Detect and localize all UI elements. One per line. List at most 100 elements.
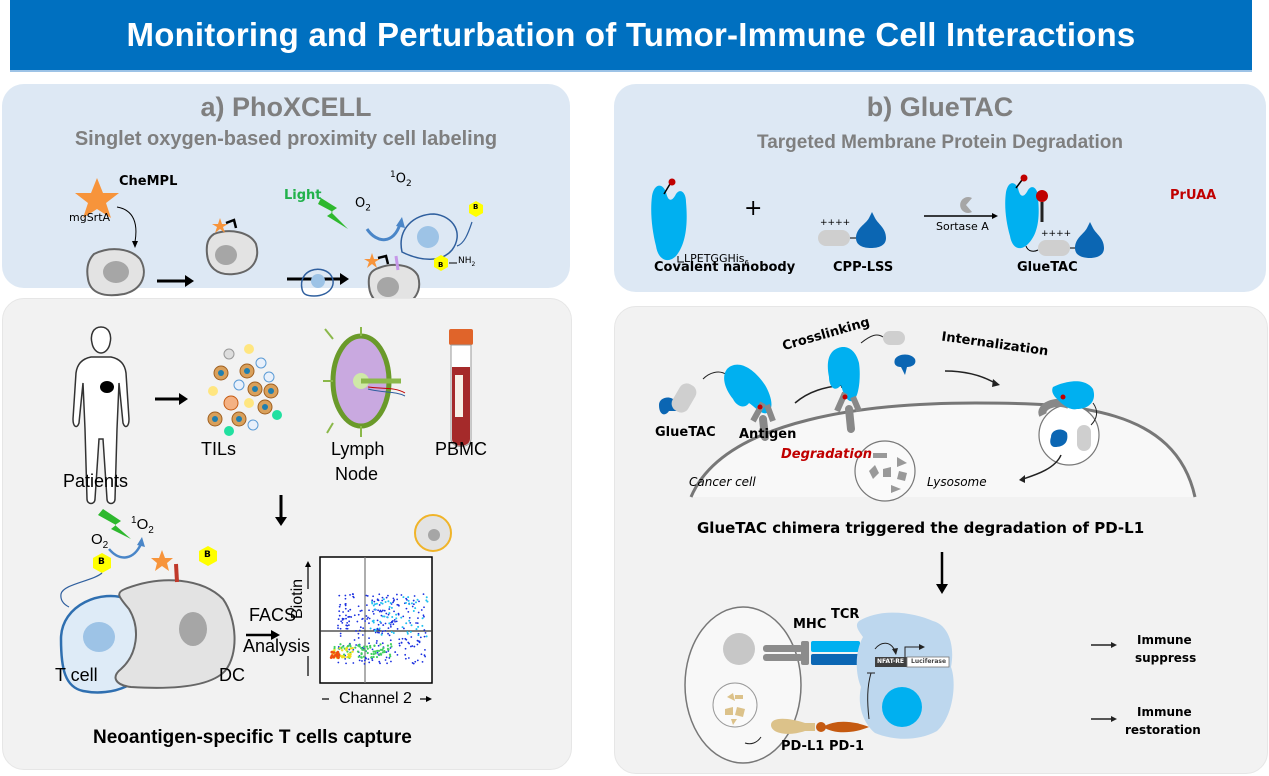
facs-dot (383, 649, 386, 653)
facs-dot (388, 622, 391, 625)
facs-dot (404, 601, 407, 604)
facs-dot (375, 655, 379, 659)
facs-dot (374, 603, 377, 606)
facs-dot (338, 605, 341, 608)
facs-dot (374, 608, 377, 611)
facs-dot (386, 662, 388, 665)
facs-dot (407, 596, 410, 599)
facs-dot (388, 608, 391, 610)
facs-dot (349, 647, 352, 650)
facs-dot (381, 602, 384, 605)
facs-dot (408, 603, 411, 606)
facs-dot (342, 611, 345, 613)
facs-dot (390, 660, 392, 663)
facs-dot (400, 594, 403, 596)
facs-dot (408, 619, 411, 622)
facs-dot (394, 651, 397, 653)
facs-label: FACS (249, 605, 297, 625)
facs-dot (416, 598, 419, 601)
facs-dot (379, 643, 382, 646)
facs-dot (407, 657, 410, 659)
facs-dot (353, 639, 356, 641)
facs-dot (353, 614, 356, 617)
facs-dot (372, 604, 375, 607)
facs-dot (380, 601, 383, 604)
facs-dot (382, 624, 385, 626)
facs-dot (378, 593, 381, 596)
facs-dot (407, 599, 410, 602)
facs-dot (354, 646, 357, 649)
facs-dot (387, 627, 390, 630)
source-pbmc: PBMC (435, 439, 488, 459)
nanobody-icon (651, 185, 687, 261)
facs-dot (363, 659, 366, 662)
facs-dot (336, 653, 340, 657)
facs-dot (417, 611, 420, 614)
facs-dot (365, 645, 369, 648)
facs-dot (338, 614, 341, 617)
facs-dot (414, 601, 417, 604)
facs-dot (358, 629, 361, 632)
facs-dot (389, 601, 392, 604)
facs-dot (341, 621, 344, 624)
facs-dot (392, 600, 395, 602)
antigen-label: Antigen (739, 427, 797, 442)
facs-dot (332, 651, 336, 654)
facs-dot (379, 620, 382, 623)
facs-dot (392, 601, 394, 604)
facs-dot (380, 614, 383, 617)
facs-dot (382, 598, 385, 601)
facs-dot (381, 651, 384, 654)
outcome-suppress-line1: Immune (1137, 633, 1192, 647)
facs-dot (394, 620, 396, 623)
facs-dot (381, 632, 384, 635)
facs-dot (345, 624, 348, 627)
facs-dot (414, 660, 417, 663)
facs-dot (398, 604, 400, 607)
facs-dot (419, 636, 422, 639)
facs-dot (395, 617, 398, 620)
plus-sign: + (744, 196, 763, 221)
facs-dot (345, 662, 347, 665)
facs-dot (364, 620, 367, 622)
facs-dot (372, 612, 375, 615)
facs-dot (358, 659, 361, 662)
facs-dot (356, 650, 360, 653)
facs-dot (385, 596, 388, 599)
panel-b-gluetac: b) GlueTAC Targeted Membrane Protein Deg… (614, 84, 1266, 292)
facs-dot (362, 655, 365, 658)
facs-dot (349, 593, 351, 596)
analysis-label: Analysis (243, 636, 311, 656)
facs-dot (357, 632, 360, 635)
facs-dot (345, 648, 348, 652)
facs-dot (366, 618, 369, 620)
facs-dot (383, 615, 386, 618)
facs-dots (329, 593, 429, 665)
dc-cell (114, 579, 236, 689)
facs-dot (367, 658, 370, 661)
facs-dot (410, 602, 413, 605)
panel-a-phoxcell: a) PhoXCELL Singlet oxygen-based proximi… (2, 84, 570, 308)
facs-dot (378, 660, 381, 663)
facs-dot (391, 616, 394, 619)
facs-dot (381, 642, 384, 645)
lysosome-label: Lysosome (927, 475, 987, 489)
facs-dot (380, 633, 383, 636)
facs-dot (368, 609, 370, 612)
facs-dot (381, 599, 384, 602)
facs-dot (425, 635, 428, 638)
facs-dot (362, 627, 365, 630)
facs-dot (398, 642, 401, 645)
source-node: Node (335, 464, 379, 484)
facs-dot (336, 656, 340, 660)
facs-dot (413, 645, 416, 648)
facs-dot (330, 654, 334, 657)
facs-dot (357, 637, 360, 639)
facs-dot (360, 656, 363, 659)
facs-dot (366, 595, 369, 597)
facs-dot (425, 596, 428, 599)
sortase-label: Sortase A (936, 220, 989, 233)
facs-dot (338, 610, 341, 613)
facs-dot (369, 627, 372, 630)
facs-dot (378, 629, 381, 632)
